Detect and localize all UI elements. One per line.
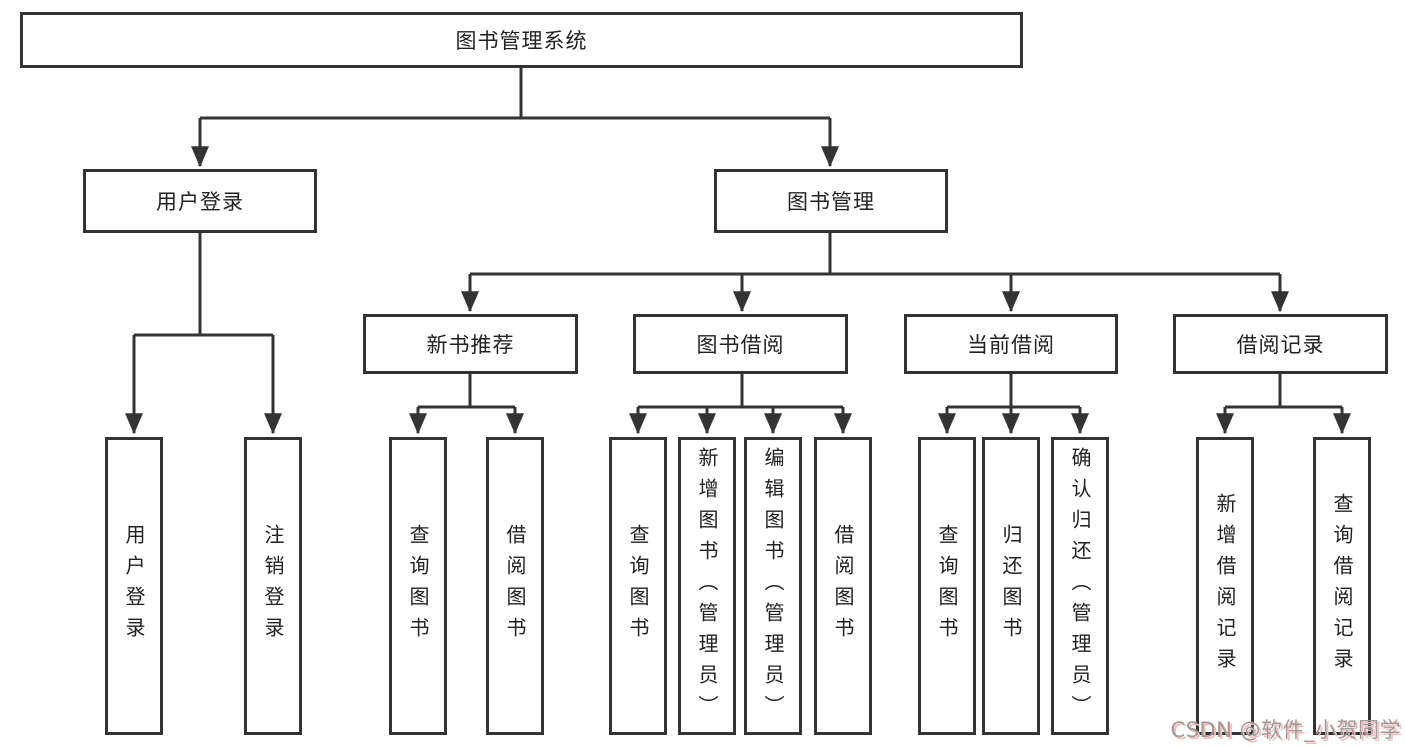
node-borrow-borrow-books: 借阅图书 [814,437,872,735]
connector-book-management-children [461,233,1289,313]
node-label: 借阅图书 [503,524,527,648]
node-label: 图书管理 [787,190,875,214]
node-recommend-borrow-books: 借阅图书 [486,437,544,735]
node-label: 归还图书 [999,524,1023,648]
node-new-book-recommend: 新书推荐 [363,314,578,374]
connector-user-login-children [125,233,282,435]
csdn-watermark: CSDN @软件_小贺同学 [1170,718,1401,742]
node-label: 图书管理系统 [455,29,588,53]
node-logout: 注销登录 [244,437,302,735]
node-label: 确认归还（管理员） [1068,446,1092,726]
node-query-borrow-record: 查询借阅记录 [1313,437,1371,735]
node-label: 用户登录 [122,524,146,648]
node-add-books-admin: 新增图书（管理员） [678,437,736,735]
node-label: 查询图书 [935,524,959,648]
node-label: 查询图书 [406,524,430,648]
node-label: 注销登录 [261,524,285,648]
connector-borrow-records-children [1216,374,1351,435]
node-book-borrow: 图书借阅 [633,314,848,374]
node-label: 当前借阅 [967,333,1055,357]
node-edit-books-admin: 编辑图书（管理员） [744,437,802,735]
node-label: 查询图书 [626,524,650,648]
connector-new-book-recommend-children [409,374,524,435]
connector-current-borrow-children [938,374,1089,435]
node-borrow-query-books: 查询图书 [609,437,667,735]
node-label: 新增借阅记录 [1213,493,1237,679]
node-add-borrow-record: 新增借阅记录 [1196,437,1254,735]
node-current-borrow: 当前借阅 [904,314,1118,374]
node-book-management: 图书管理 [714,169,948,233]
node-label: 查询借阅记录 [1330,493,1354,679]
connector-root-to-level2 [191,68,839,168]
node-current-query-books: 查询图书 [918,437,976,735]
node-user-login: 用户登录 [83,169,317,233]
node-label: 编辑图书（管理员） [761,446,785,726]
node-label: 新增图书（管理员） [695,446,719,726]
node-label: 借阅图书 [831,524,855,648]
node-label: 图书借阅 [696,333,785,357]
node-library-system: 图书管理系统 [20,12,1023,68]
connector-book-borrow-children [629,374,852,435]
node-recommend-query-books: 查询图书 [389,437,447,735]
node-label: 用户登录 [156,190,244,214]
node-label: 借阅记录 [1236,333,1325,357]
node-confirm-return-admin: 确认归还（管理员） [1051,437,1109,735]
node-borrow-records: 借阅记录 [1173,314,1388,374]
node-return-books: 归还图书 [982,437,1040,735]
node-label: 新书推荐 [426,333,515,357]
node-user-login-leaf: 用户登录 [105,437,163,735]
